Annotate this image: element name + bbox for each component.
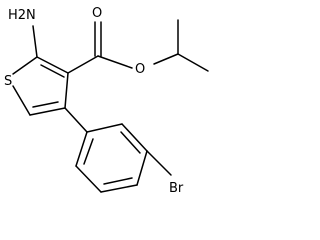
bond-c4-c5-inner — [32, 101, 59, 108]
bond-c2-c3-inner — [40, 64, 65, 78]
sulfur-label: S — [4, 74, 12, 89]
bromine-label: Br — [169, 181, 184, 196]
bond-c5-s — [12, 85, 31, 116]
chemical-structure: H2N S O O Br — [4, 6, 209, 196]
carbonyl-oxygen-label: O — [92, 6, 102, 21]
bond-c3-carbonyl — [67, 55, 99, 74]
bromophenyl-ring — [64, 107, 172, 193]
bond-c2-c3 — [36, 56, 69, 74]
ester-oxygen-label: O — [135, 62, 145, 77]
bond-ch-methyl-right — [177, 53, 209, 72]
amine-label: H2N — [8, 8, 36, 23]
bond-ar2-ar3 — [121, 123, 148, 152]
bond-s-c2 — [12, 56, 38, 75]
bond-ar1-ar2 — [86, 123, 123, 133]
bond-c4-aryl — [64, 107, 88, 133]
ester-group — [67, 19, 209, 74]
bond-carbonyl-ester-o — [97, 55, 133, 69]
bond-ar6-ar1 — [75, 131, 88, 167]
bond-ar5-ar6 — [75, 165, 102, 193]
bond-ester-o-ch — [153, 53, 179, 65]
bond-c4-c5 — [29, 107, 66, 116]
bond-ar3-ar4 — [136, 150, 148, 186]
bond-ar6-ar1-inner — [83, 138, 94, 165]
bond-ar4-ar5 — [100, 184, 138, 193]
bond-c3-c4 — [64, 72, 69, 109]
thiophene-ring — [12, 56, 69, 116]
bond-ar2-ar3-inner — [120, 131, 141, 154]
bond-ar3-br — [146, 150, 172, 176]
bond-c2-amine — [32, 25, 38, 58]
bond-ar4-ar5-inner — [103, 177, 133, 185]
